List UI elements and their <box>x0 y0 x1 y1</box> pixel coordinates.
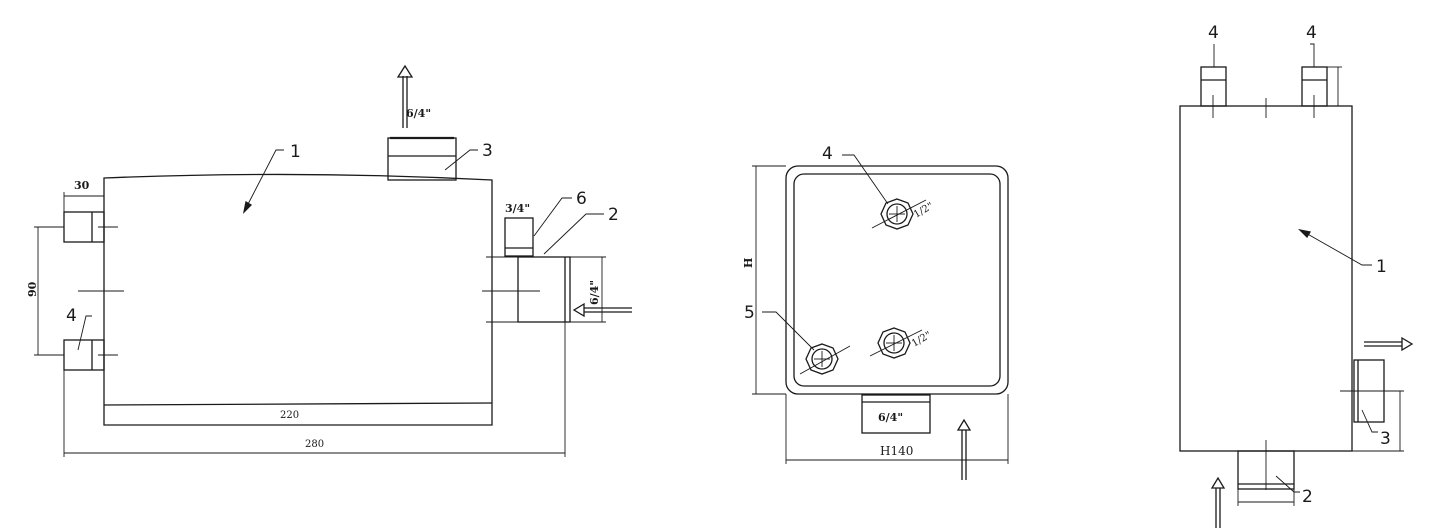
top-dim-h140: H140 <box>880 444 913 458</box>
leader-top-5 <box>762 311 815 351</box>
front-label-3: 3 <box>482 141 493 161</box>
side-top-nipple-left <box>1200 66 1227 107</box>
front-thread-top: 6/4" <box>406 107 431 120</box>
top-label-5: 5 <box>744 303 755 323</box>
small-nipple <box>504 217 534 257</box>
top-view <box>752 154 1009 480</box>
port-5-circle <box>811 348 833 370</box>
side-bottom-arrow-head <box>1210 476 1226 489</box>
side-leader-1-arrow <box>1298 228 1312 239</box>
top-view-arrow-head <box>956 418 972 431</box>
front-thread-side: 6/4" <box>588 280 601 305</box>
side-body <box>1179 105 1353 452</box>
side-right-arrow-head <box>1401 336 1414 352</box>
top-thread-bottom: 6/4" <box>878 411 903 424</box>
front-label-1: 1 <box>290 142 301 162</box>
side-label-4-left: 4 <box>1208 23 1219 43</box>
front-body <box>103 173 493 426</box>
front-dim-30: 30 <box>74 179 90 192</box>
front-label-4: 4 <box>66 306 77 326</box>
port-lower-dim <box>869 329 923 357</box>
front-dim-280: 280 <box>305 439 324 450</box>
leader-6 <box>533 197 572 237</box>
side-label-1: 1 <box>1376 257 1387 277</box>
side-top-nipple-right <box>1301 66 1328 107</box>
front-view <box>34 64 632 457</box>
front-label-6: 6 <box>576 189 587 209</box>
port-lower-hex <box>877 327 911 359</box>
front-dim-90: 90 <box>26 281 39 297</box>
side-label-2: 2 <box>1302 487 1313 507</box>
port-upper-dim <box>871 199 927 229</box>
side-label-3: 3 <box>1380 429 1391 449</box>
side-view <box>1179 43 1414 528</box>
leader-1 <box>245 149 284 209</box>
front-body-base-line <box>103 402 493 406</box>
top-view-outer <box>785 165 1009 395</box>
side-inlet <box>517 256 571 323</box>
port-upper-hex <box>880 198 914 230</box>
front-dim-220: 220 <box>280 410 299 421</box>
port-5-dim <box>799 345 851 375</box>
top-view-bottom-outlet <box>861 394 931 434</box>
top-label-4: 4 <box>822 144 833 164</box>
side-flow-arrow-head <box>572 302 585 318</box>
top-thread-lower: 1/2" <box>910 330 933 350</box>
port-upper-circle <box>886 203 908 225</box>
top-outlet <box>387 137 457 181</box>
front-label-2: 2 <box>608 205 619 225</box>
port-lower-circle <box>883 332 905 354</box>
leader-4 <box>77 315 92 351</box>
top-flow-arrow-head <box>396 64 414 78</box>
top-thread-upper: 1/2" <box>912 201 935 221</box>
leader-1-arrow <box>242 200 253 214</box>
top-view-inner <box>793 173 1001 387</box>
front-thread-small: 3/4" <box>505 202 530 215</box>
side-label-4-right: 4 <box>1306 23 1317 43</box>
leader-2 <box>543 213 604 255</box>
port-5-hex <box>805 343 839 375</box>
side-leader-3 <box>1361 409 1378 433</box>
side-leader-1 <box>1303 231 1372 266</box>
side-leader-2 <box>1275 475 1300 493</box>
leader-top-4 <box>842 154 889 205</box>
top-dim-h: H <box>742 258 755 268</box>
leader-3 <box>444 149 478 171</box>
side-leader-4-right <box>1310 43 1315 67</box>
